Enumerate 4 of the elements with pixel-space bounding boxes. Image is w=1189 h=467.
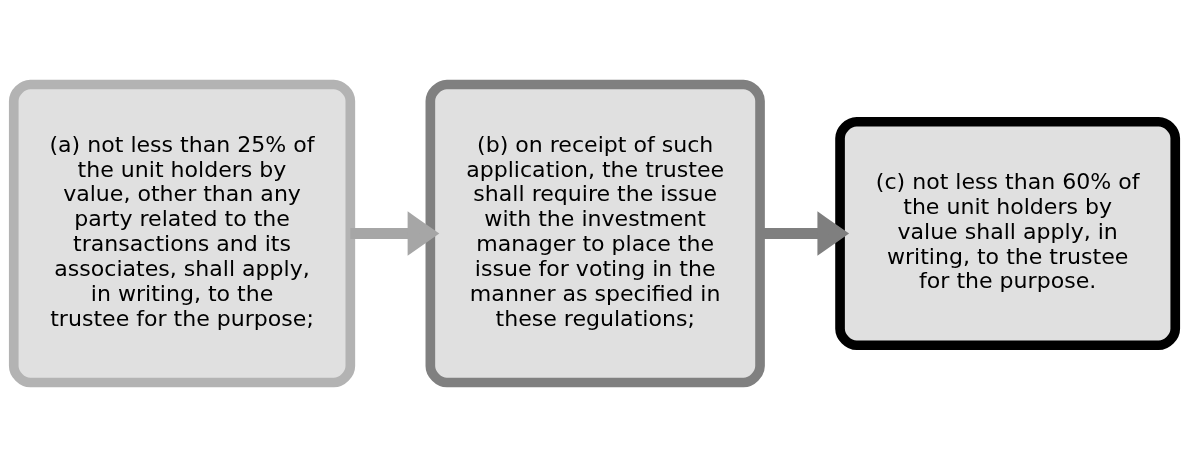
arrow <box>350 211 440 256</box>
node-box: (b) on receipt of such application, the trustee shall require the issue with the investment manager to place the issue for voting in the manner as specified in these regulations; <box>425 79 765 388</box>
node-box: (c) not less than 60% of the unit holders by value shall apply, in writing, to the trustee for the purpose. <box>835 116 1181 351</box>
node-box: (a) not less than 25% of the unit holders by value, other than any party related to the transactions and its associates, shall apply, in writing, to the trustee for the purpose; <box>8 79 356 388</box>
